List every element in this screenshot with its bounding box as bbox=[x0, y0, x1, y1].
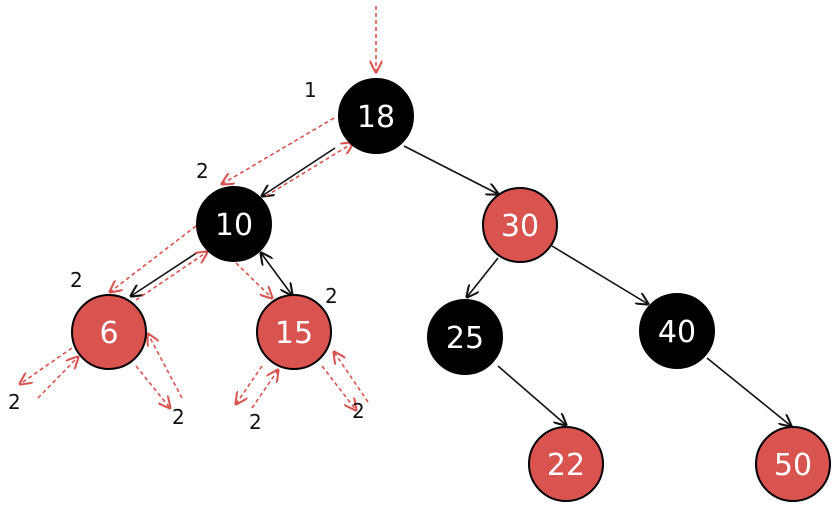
edge-25-22 bbox=[497, 365, 566, 425]
node-40: 40 bbox=[639, 293, 715, 369]
node-15-label: 15 bbox=[275, 316, 313, 351]
edge-10-6 bbox=[131, 251, 199, 296]
trace-6-to-right bbox=[135, 365, 170, 408]
node-22: 22 bbox=[528, 426, 604, 502]
node-50-circle bbox=[755, 426, 831, 502]
node-40-circle bbox=[639, 293, 715, 369]
node-25-label: 25 bbox=[446, 321, 484, 356]
node-10-label: 10 bbox=[215, 208, 253, 243]
annotation-root: 1 bbox=[304, 78, 317, 102]
node-22-label: 22 bbox=[547, 448, 585, 483]
annotation-node-10: 2 bbox=[196, 159, 209, 183]
trace-right-to-15 bbox=[334, 352, 369, 403]
node-18-label: 18 bbox=[357, 100, 395, 135]
edge-10-15 bbox=[261, 253, 292, 295]
trace-15-to-left bbox=[236, 365, 263, 404]
trace-6-to-left bbox=[20, 347, 73, 384]
node-15: 15 bbox=[256, 294, 332, 370]
node-6-label: 6 bbox=[99, 316, 118, 351]
node-50: 50 bbox=[755, 426, 831, 502]
edge-18-10 bbox=[262, 147, 336, 196]
node-10-circle bbox=[196, 186, 272, 262]
node-30-circle bbox=[482, 187, 558, 263]
node-22-circle bbox=[528, 426, 604, 502]
annotation-node-6-left: 2 bbox=[8, 390, 21, 414]
trace-left-to-15 bbox=[251, 370, 278, 409]
edge-30-40 bbox=[551, 245, 648, 304]
tree-edges bbox=[131, 145, 791, 426]
node-18-circle bbox=[338, 78, 414, 154]
node-30: 30 bbox=[482, 187, 558, 263]
node-18: 18 bbox=[338, 78, 414, 154]
trace-10-to-18 bbox=[265, 143, 353, 197]
annotation-node-15: 2 bbox=[325, 284, 338, 308]
node-6-circle bbox=[71, 294, 147, 370]
trace-15-to-right bbox=[321, 365, 356, 410]
annotation-node-15-right: 2 bbox=[352, 399, 365, 423]
trace-left-to-6 bbox=[37, 357, 78, 399]
traversal-trace bbox=[20, 6, 376, 410]
trace-10-to-15 bbox=[235, 262, 272, 298]
node-40-label: 40 bbox=[658, 315, 696, 350]
edge-30-25 bbox=[467, 257, 499, 297]
annotation-node-15-left: 2 bbox=[249, 410, 262, 434]
trace-6-to-10 bbox=[135, 252, 207, 301]
edge-18-30 bbox=[403, 145, 498, 194]
annotation-node-6: 2 bbox=[70, 268, 83, 292]
annotations: 1 2 2 2 2 2 2 2 bbox=[8, 78, 365, 434]
node-6: 6 bbox=[71, 294, 147, 370]
edge-40-50 bbox=[706, 357, 791, 426]
annotation-node-6-right: 2 bbox=[172, 405, 185, 429]
trace-right-to-6 bbox=[148, 334, 183, 399]
node-15-circle bbox=[256, 294, 332, 370]
node-50-label: 50 bbox=[774, 448, 812, 483]
node-25: 25 bbox=[427, 299, 503, 375]
node-25-circle bbox=[427, 299, 503, 375]
node-10: 10 bbox=[196, 186, 272, 262]
tree-nodes: 18 10 30 6 15 25 40 22 bbox=[71, 78, 831, 502]
trace-18-to-10 bbox=[222, 117, 335, 184]
node-30-label: 30 bbox=[501, 209, 539, 244]
